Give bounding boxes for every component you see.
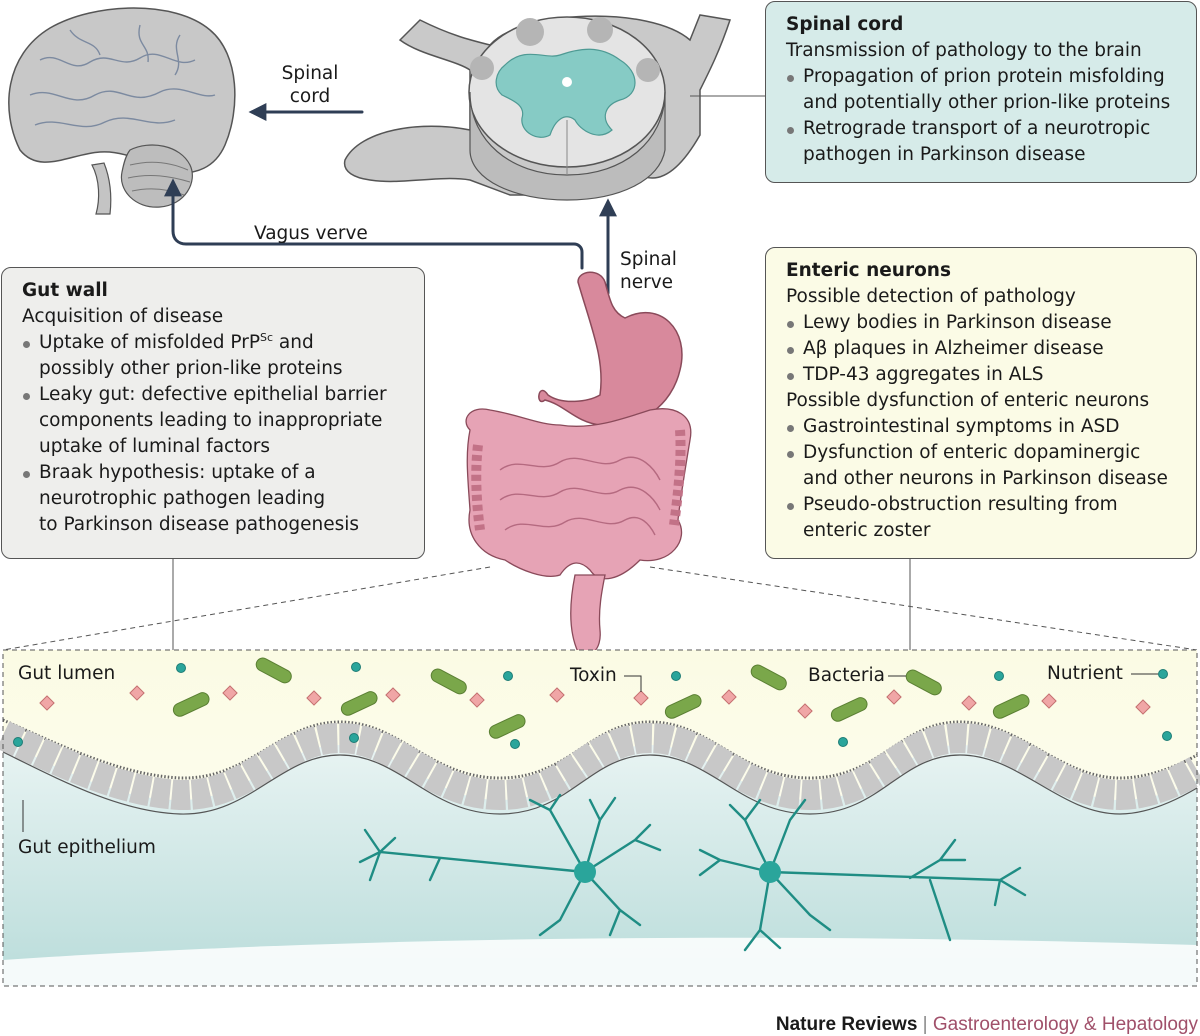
spinal-nerve-label: Spinal nerve bbox=[620, 248, 677, 294]
prp-superscript: Sc bbox=[260, 330, 274, 344]
spinal-cord-item-2-line2: pathogen in Parkinson disease bbox=[803, 144, 1086, 165]
spinal-cord-item-2-line1: Retrograde transport of a neurotropic bbox=[803, 118, 1151, 139]
journal-name: Nature Reviews bbox=[775, 1014, 918, 1035]
spinal-cord-box-subtitle: Transmission of pathology to the brain bbox=[786, 40, 1142, 61]
spinal-cord-arrow-label-line2: cord bbox=[289, 86, 331, 107]
enteric-dysfunction-item: Pseudo-obstruction resulting from enteri… bbox=[786, 492, 1180, 544]
gut-wall-box-subtitle: Acquisition of disease bbox=[22, 306, 224, 327]
enteric-detection-item: TDP-43 aggregates in ALS bbox=[786, 362, 1180, 388]
enteric-dysfunction-item-2-line2: and other neurons in Parkinson disease bbox=[803, 468, 1168, 489]
enteric-neurons-box-title: Enteric neurons bbox=[786, 260, 951, 281]
gut-wall-box-title: Gut wall bbox=[22, 280, 108, 301]
spinal-cord-item-1-line2: and potentially other prion-like protein… bbox=[803, 92, 1171, 113]
enteric-detection-item: Lewy bodies in Parkinson disease bbox=[786, 310, 1180, 336]
spinal-cord-arrow-label-line1: Spinal bbox=[281, 63, 339, 84]
spinal-cord-item: Retrograde transport of a neurotropic pa… bbox=[786, 116, 1180, 168]
gut-wall-item-2-line3: uptake of luminal factors bbox=[39, 436, 271, 457]
gut-wall-item: Braak hypothesis: uptake of a neurotroph… bbox=[22, 460, 408, 538]
spinal-cord-box-title: Spinal cord bbox=[786, 14, 904, 35]
nutrient-label: Nutrient bbox=[1047, 663, 1123, 684]
gut-wall-item-2-line2: components leading to inappropriate bbox=[39, 410, 383, 431]
enteric-dysfunction-item-1-line1: Gastrointestinal symptoms in ASD bbox=[803, 416, 1120, 437]
enteric-dysfunction-item-3-line1: Pseudo-obstruction resulting from bbox=[803, 494, 1118, 515]
prp-text-end: and bbox=[273, 332, 314, 353]
journal-separator: | bbox=[922, 1014, 928, 1035]
enteric-dysfunction-item-2-line1: Dysfunction of enteric dopaminergic bbox=[803, 442, 1141, 463]
enteric-dysfunction-item: Gastrointestinal symptoms in ASD bbox=[786, 414, 1180, 440]
zoom-guide-lines bbox=[2, 566, 1198, 651]
gut-organs-illustration bbox=[465, 271, 692, 656]
enteric-neurons-box: Enteric neurons Possible detection of pa… bbox=[765, 247, 1197, 559]
enteric-dysfunction-item: Dysfunction of enteric dopaminergic and … bbox=[786, 440, 1180, 492]
spinal-nerve-label-line1: Spinal bbox=[620, 249, 677, 270]
enteric-dysfunction-item-3-line2: enteric zoster bbox=[803, 520, 931, 541]
toxin-label: Toxin bbox=[570, 665, 617, 686]
bacteria-label: Bacteria bbox=[808, 665, 885, 686]
journal-section: Gastroenterology & Hepatology bbox=[932, 1014, 1198, 1035]
spinal-nerve-label-line2: nerve bbox=[620, 272, 674, 293]
inset-border bbox=[2, 649, 1198, 987]
gut-wall-item-2-line1: Leaky gut: defective epithelial barrier bbox=[39, 384, 387, 405]
spinal-cord-box: Spinal cord Transmission of pathology to… bbox=[765, 1, 1197, 183]
gut-wall-item-1-line1: Uptake of misfolded PrPSc and bbox=[39, 330, 408, 356]
gut-wall-box: Gut wall Acquisition of disease Uptake o… bbox=[1, 267, 425, 559]
gut-lumen-label: Gut lumen bbox=[18, 663, 116, 684]
gut-wall-item-3-line1: Braak hypothesis: uptake of a bbox=[39, 462, 316, 483]
gut-wall-item-3-line2: neurotrophic pathogen leading bbox=[39, 488, 326, 509]
journal-footer: Nature Reviews | Gastroenterology & Hepa… bbox=[776, 1014, 1198, 1036]
gut-wall-item: Leaky gut: defective epithelial barrier … bbox=[22, 382, 408, 460]
gut-wall-item-3-line3: to Parkinson disease pathogenesis bbox=[39, 514, 360, 535]
gut-wall-item: Uptake of misfolded PrPSc and possibly o… bbox=[22, 330, 408, 382]
prp-text: Uptake of misfolded PrP bbox=[39, 332, 261, 353]
brain-illustration bbox=[8, 7, 236, 215]
spinal-cord-item-1-line1: Propagation of prion protein misfolding bbox=[803, 66, 1165, 87]
gut-wall-item-1-line2: possibly other prion-like proteins bbox=[39, 358, 343, 379]
spinal-cord-arrow-label: Spinal cord bbox=[268, 62, 352, 108]
enteric-neurons-subtitle-detection: Possible detection of pathology bbox=[786, 286, 1076, 307]
enteric-neurons-subtitle-dysfunction: Possible dysfunction of enteric neurons bbox=[786, 390, 1150, 411]
enteric-detection-item: Aβ plaques in Alzheimer disease bbox=[786, 336, 1180, 362]
pathway-arrows bbox=[164, 103, 617, 295]
gut-epithelium-label: Gut epithelium bbox=[18, 837, 156, 858]
gut-wall-inset bbox=[0, 650, 1200, 986]
spinal-cord-illustration bbox=[343, 14, 731, 201]
vagus-nerve-label: Vagus verve bbox=[254, 223, 368, 244]
spinal-cord-item: Propagation of prion protein misfolding … bbox=[786, 64, 1180, 116]
